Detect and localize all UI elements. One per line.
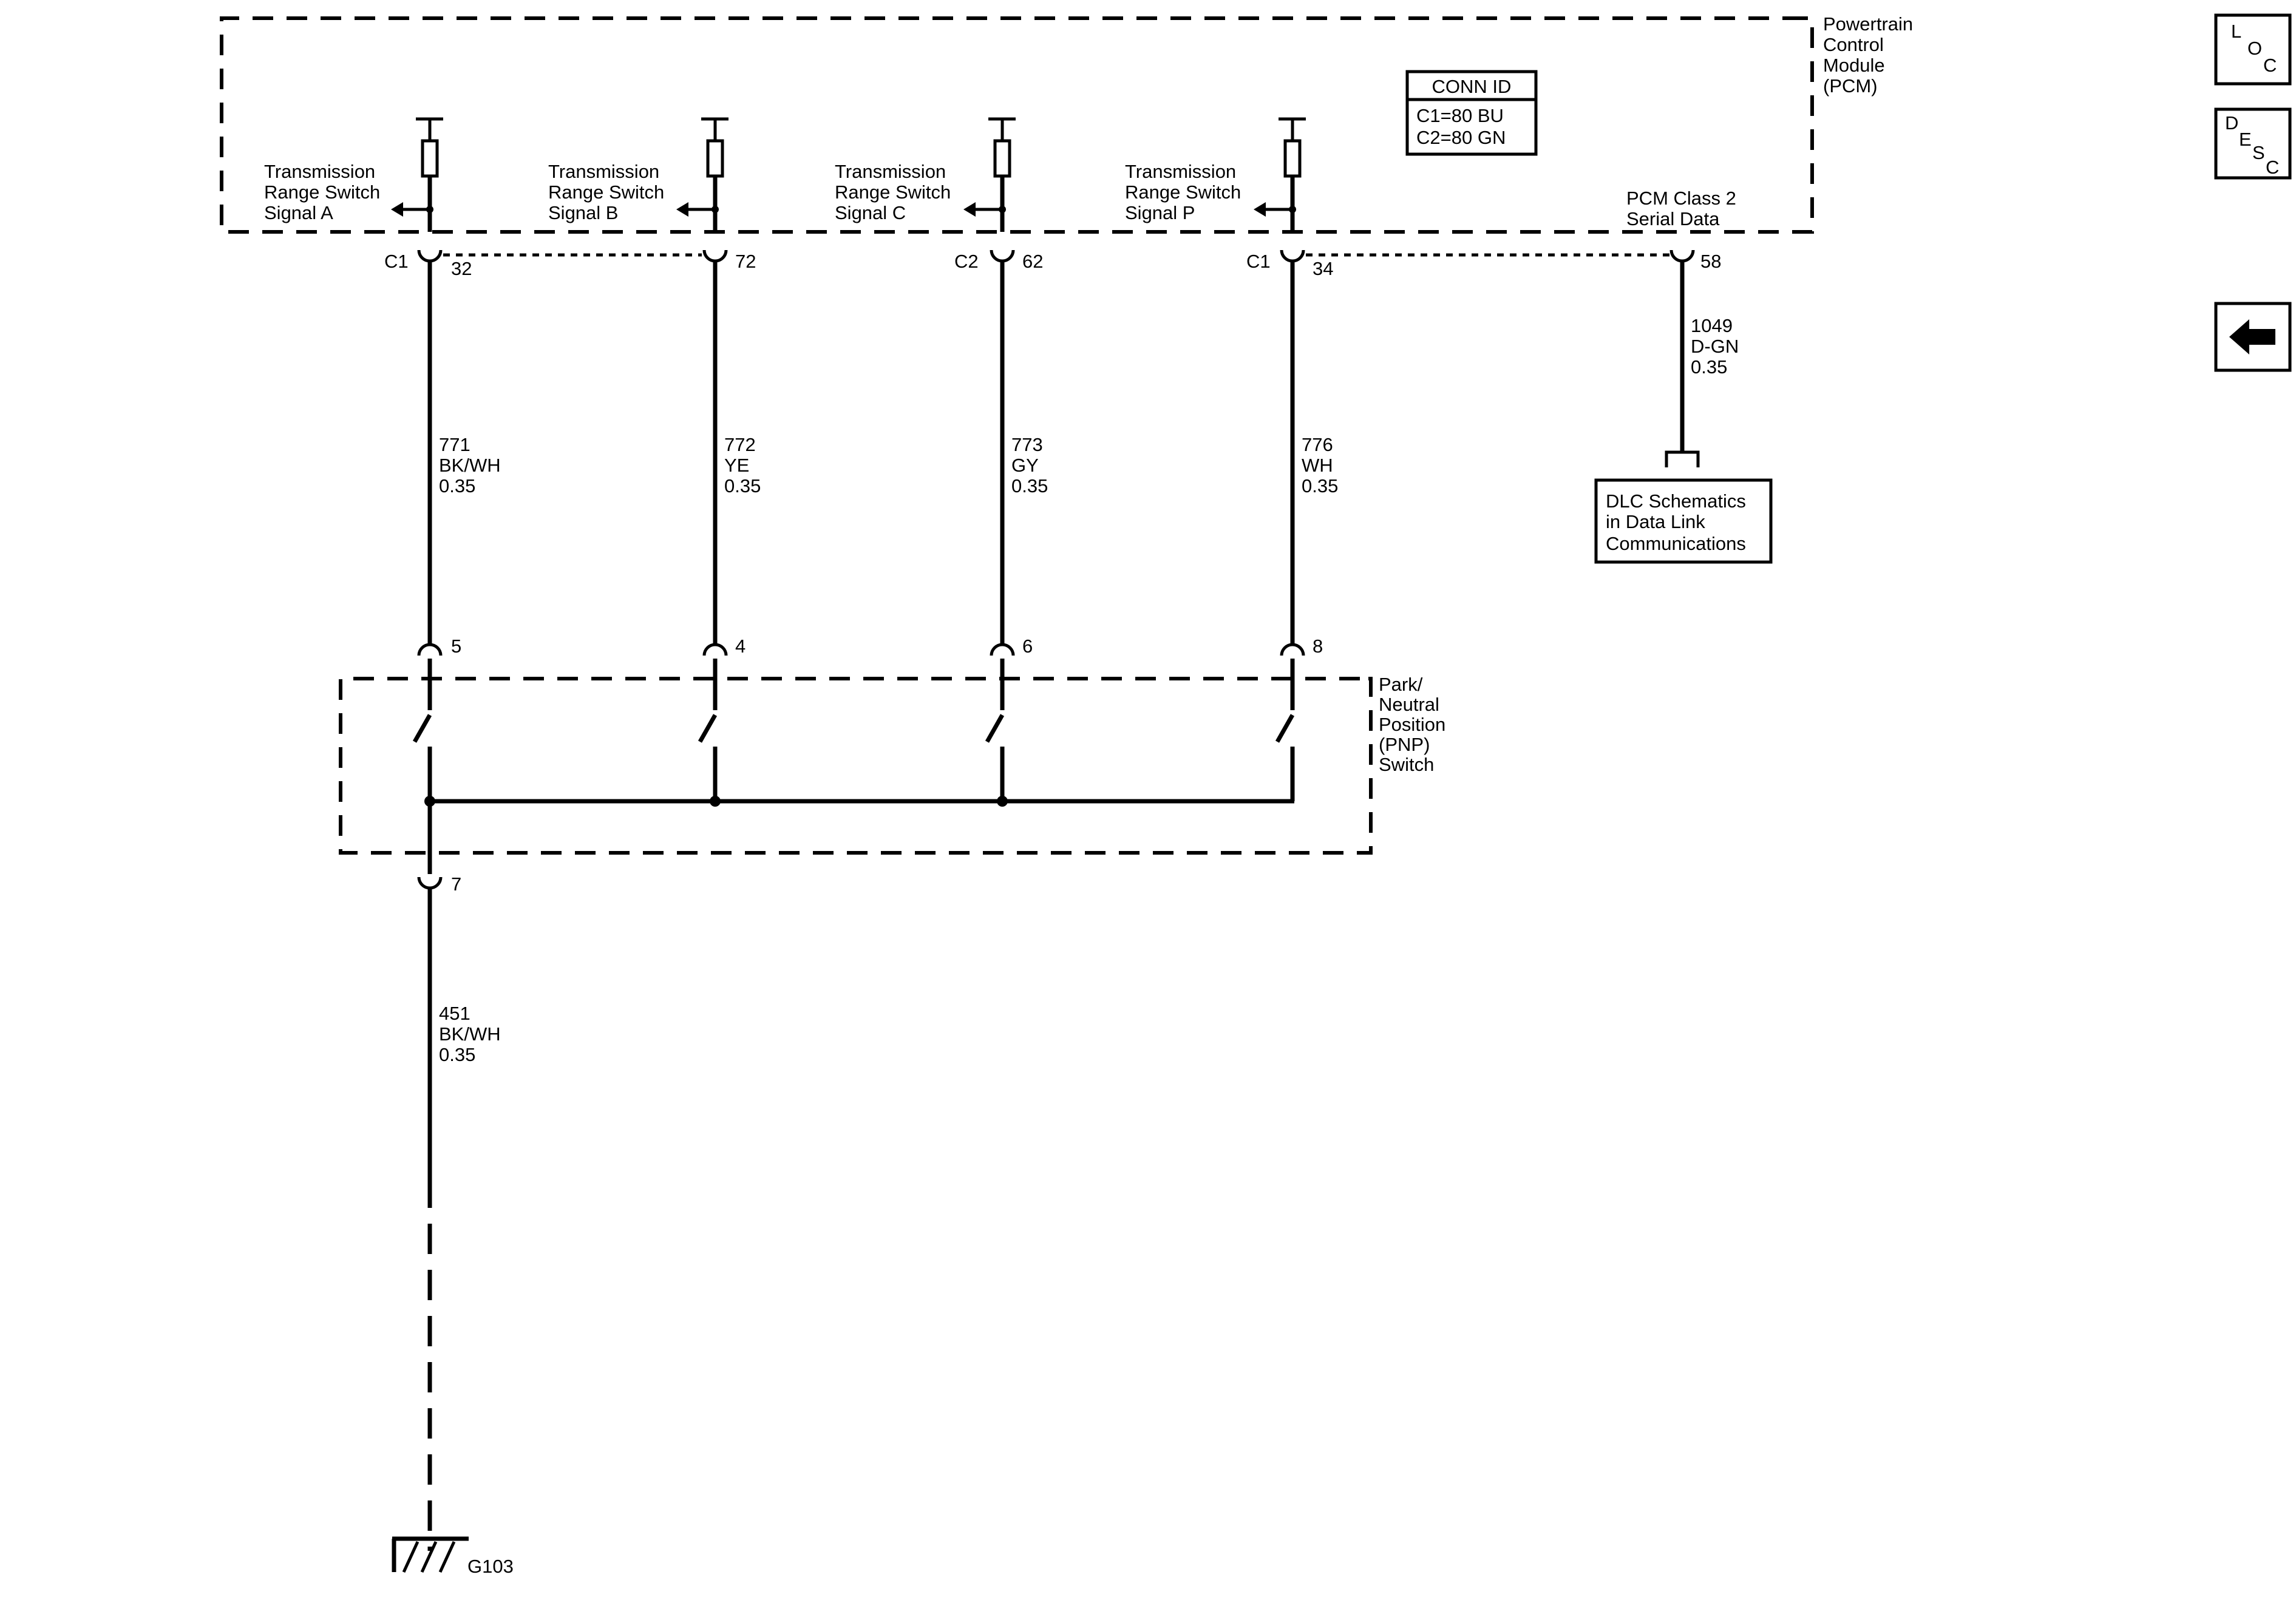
dlc-reference-box: DLC Schematics in Data Link Communicatio… [1594,478,1773,564]
pin-label-serial: 58 [1700,251,1721,272]
svg-text:L: L [2231,21,2241,42]
pnp-pin-5: 5 [451,636,461,657]
pin-label-p: 34 [1313,258,1333,279]
output-arrow-icon [676,202,688,217]
pcm-boundary [220,16,1814,234]
pnp-pin-4: 4 [735,636,746,657]
left-arrow-icon [2229,319,2275,354]
ground-label: G103 [467,1556,514,1577]
svg-text:S: S [2252,142,2265,163]
pnp-ground-terminal [417,876,443,890]
pnp-boundary [339,677,1373,855]
dlc-bracket [1665,450,1700,467]
svg-text:D: D [2225,112,2238,134]
wire-label-451: 451 BK/WH 0.35 [439,1003,506,1065]
pnp-pin-8: 8 [1313,636,1323,657]
desc-button[interactable]: D E S C [2214,107,2292,180]
pnp-switch-contacts [412,659,1295,874]
pnp-pin-7: 7 [451,873,461,895]
wire-label-772: 772 YE 0.35 [724,434,761,497]
pin-label-a: 32 [451,258,472,279]
output-arrow-icon [391,202,403,217]
pcm-name: Powertrain Control Module (PCM) [1823,13,1918,97]
svg-text:C: C [2266,157,2279,178]
pcm-signal-a: Transmission Range Switch Signal A [264,117,443,232]
pcm-signal-p: Transmission Range Switch Signal P [1125,117,1306,232]
conn-id-box: CONN ID C1=80 BU C2=80 GN [1405,70,1538,156]
loc-button[interactable]: L O C [2214,13,2292,86]
pin-label-c: 62 [1022,251,1043,272]
pcm-signal-c: Transmission Range Switch Signal C [835,117,1016,232]
svg-text:O: O [2247,38,2262,59]
signal-p-label: Transmission Range Switch Signal P [1125,161,1246,223]
signal-a-label: Transmission Range Switch Signal A [264,161,385,223]
connector-label-c: C2 [954,251,979,272]
output-arrow-icon [1254,202,1266,217]
serial-data-label: PCM Class 2 Serial Data [1626,188,1742,229]
ground-symbol-icon [392,1536,469,1573]
conn-id-header: CONN ID [1432,76,1512,97]
wire-label-776: 776 WH 0.35 [1302,434,1338,497]
output-arrow-icon [963,202,976,217]
pnp-switch-name: Park/ Neutral Position (PNP) Switch [1379,674,1451,775]
wire-label-771: 771 BK/WH 0.35 [439,434,506,497]
conn-id-row-c2: C2=80 GN [1416,127,1506,148]
connector-label-a: C1 [384,251,409,272]
svg-text:E: E [2239,129,2252,150]
pin-label-b: 72 [735,251,756,272]
conn-id-row-c1: C1=80 BU [1416,105,1504,126]
back-button[interactable] [2214,302,2292,372]
signal-b-label: Transmission Range Switch Signal B [548,161,670,223]
svg-text:DLC Schematics in Data L: DLC Schematics in Data Link Communicatio… [1606,490,1751,554]
connector-label-p: C1 [1246,251,1271,272]
pnp-pin-6: 6 [1022,636,1033,657]
pcm-signal-b: Transmission Range Switch Signal B [548,117,729,232]
wire-label-1049: 1049 D-GN 0.35 [1691,315,1744,378]
pnp-upper-terminals [417,643,1305,656]
svg-text:C: C [2263,55,2277,76]
signal-c-label: Transmission Range Switch Signal C [835,161,956,223]
wire-label-773: 773 GY 0.35 [1011,434,1048,497]
